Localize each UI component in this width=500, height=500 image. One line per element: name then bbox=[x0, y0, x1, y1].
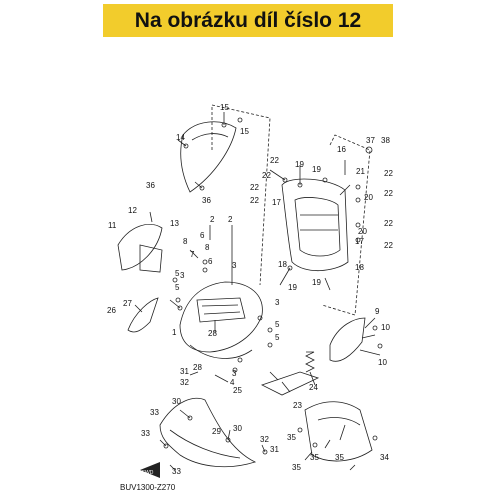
callout-22b: 22 bbox=[262, 171, 271, 180]
callout-31: 31 bbox=[180, 367, 189, 376]
callout-35: 35 bbox=[287, 433, 296, 442]
callout-14: 14 bbox=[176, 133, 185, 142]
callout-6b: 6 bbox=[208, 257, 213, 266]
callout-35d: 35 bbox=[335, 453, 344, 462]
callout-labels: 1 2 2 3 3 3 3 4 5 5 5 5 6 6 7 8 8 9 10 1… bbox=[107, 103, 393, 476]
callout-20b: 20 bbox=[358, 227, 367, 236]
callout-32: 32 bbox=[180, 378, 189, 387]
callout-15: 15 bbox=[220, 103, 229, 112]
callout-25: 25 bbox=[233, 386, 242, 395]
callout-10: 10 bbox=[381, 323, 390, 332]
callout-5c: 5 bbox=[275, 320, 280, 329]
callout-22g: 22 bbox=[384, 219, 393, 228]
group-outline-right bbox=[321, 134, 371, 316]
callout-5: 5 bbox=[175, 269, 180, 278]
callout-33: 33 bbox=[150, 408, 159, 417]
callout-3d: 3 bbox=[232, 369, 237, 378]
callout-6: 6 bbox=[200, 231, 205, 240]
part-inner-panel bbox=[281, 178, 349, 272]
callout-19d: 19 bbox=[312, 278, 321, 287]
callout-36b: 36 bbox=[202, 196, 211, 205]
part-number-banner: Na obrázku díl číslo 12 bbox=[103, 4, 393, 37]
callout-31b: 31 bbox=[270, 445, 279, 454]
callout-38: 38 bbox=[381, 136, 390, 145]
part-lower-cowl-left bbox=[159, 397, 257, 468]
part-right-panel bbox=[329, 317, 366, 362]
callout-4: 4 bbox=[230, 378, 235, 387]
callout-15b: 15 bbox=[240, 127, 249, 136]
callout-27: 27 bbox=[123, 299, 132, 308]
callout-24: 24 bbox=[309, 383, 318, 392]
callout-11: 11 bbox=[108, 221, 117, 230]
fwd-label: FWD bbox=[142, 470, 154, 476]
callout-17: 17 bbox=[272, 198, 281, 207]
callout-36: 36 bbox=[146, 181, 155, 190]
part-windscreen bbox=[180, 121, 237, 193]
part-lower-bracket bbox=[260, 371, 320, 396]
callout-10b: 10 bbox=[378, 358, 387, 367]
fwd-arrow-icon: FWD bbox=[140, 462, 160, 478]
callout-28b: 28 bbox=[193, 363, 202, 372]
callout-7: 7 bbox=[190, 250, 195, 259]
callout-22c: 22 bbox=[250, 183, 259, 192]
callout-35b: 35 bbox=[292, 463, 301, 472]
callout-33b: 33 bbox=[141, 429, 150, 438]
callout-3: 3 bbox=[232, 261, 237, 270]
callout-5d: 5 bbox=[275, 333, 280, 342]
callout-18: 18 bbox=[278, 260, 287, 269]
callout-1: 1 bbox=[172, 328, 177, 337]
callout-32b: 32 bbox=[260, 435, 269, 444]
part-spring bbox=[305, 351, 315, 373]
callout-8: 8 bbox=[183, 237, 188, 246]
callout-21: 21 bbox=[356, 167, 365, 176]
callout-2b: 2 bbox=[228, 215, 233, 224]
callout-17b: 17 bbox=[355, 237, 364, 246]
callout-19: 19 bbox=[295, 160, 304, 169]
callout-26: 26 bbox=[107, 306, 116, 315]
callout-8b: 8 bbox=[205, 243, 210, 252]
callout-3c: 3 bbox=[275, 298, 280, 307]
part-left-panel bbox=[127, 297, 159, 333]
callout-30: 30 bbox=[172, 397, 181, 406]
callout-3b: 3 bbox=[180, 271, 185, 280]
callout-2: 2 bbox=[210, 215, 215, 224]
callout-34: 34 bbox=[380, 453, 389, 462]
callout-12: 12 bbox=[128, 206, 137, 215]
callout-33c: 33 bbox=[172, 467, 181, 476]
callout-35c: 35 bbox=[310, 453, 319, 462]
part-lower-cowl-right bbox=[304, 401, 373, 462]
callout-20: 20 bbox=[364, 193, 373, 202]
callout-22h: 22 bbox=[384, 241, 393, 250]
callout-18b: 18 bbox=[355, 263, 364, 272]
part-side-cowl-left bbox=[117, 224, 163, 271]
callout-19c: 19 bbox=[288, 283, 297, 292]
callout-23: 23 bbox=[293, 401, 302, 410]
callout-29: 29 bbox=[212, 427, 221, 436]
callout-22: 22 bbox=[270, 156, 279, 165]
callout-22e: 22 bbox=[384, 169, 393, 178]
callout-19b: 19 bbox=[312, 165, 321, 174]
callout-13: 13 bbox=[170, 219, 179, 228]
callout-22f: 22 bbox=[384, 189, 393, 198]
callout-30b: 30 bbox=[233, 424, 242, 433]
callout-16: 16 bbox=[337, 145, 346, 154]
callout-5b: 5 bbox=[175, 283, 180, 292]
callout-28: 28 bbox=[208, 329, 217, 338]
group-outline-upper bbox=[211, 104, 271, 286]
banner-title: Na obrázku díl číslo 12 bbox=[134, 8, 362, 32]
diagram-code: BUV1300-Z270 bbox=[120, 483, 176, 492]
callout-37: 37 bbox=[366, 136, 375, 145]
part-front-cowl bbox=[179, 281, 263, 353]
callout-22d: 22 bbox=[250, 196, 259, 205]
callout-9: 9 bbox=[375, 307, 380, 316]
